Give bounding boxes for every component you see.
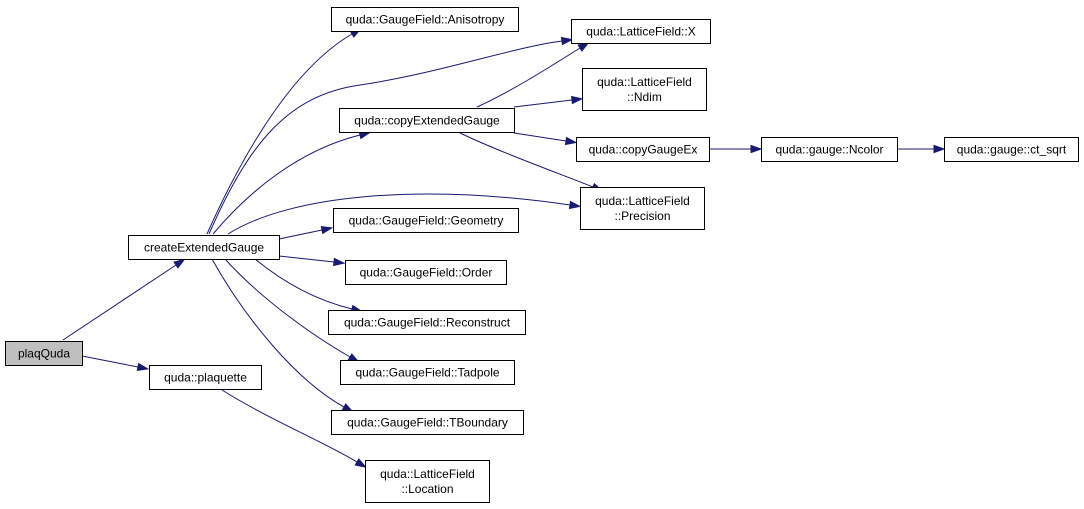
node-label: quda::GaugeField::Reconstruct bbox=[344, 316, 511, 330]
node-label: quda::gauge::Ncolor bbox=[775, 143, 883, 157]
node-label: quda::GaugeField::TBoundary bbox=[347, 416, 508, 430]
node-location[interactable]: quda::LatticeField::Location bbox=[365, 460, 490, 503]
arrowhead bbox=[560, 36, 574, 46]
node-label: quda::GaugeField::Anisotropy bbox=[346, 13, 505, 27]
edge-line bbox=[62, 264, 177, 341]
edge-line bbox=[476, 47, 581, 108]
node-precision[interactable]: quda::LatticeField::Precision bbox=[580, 187, 705, 230]
node-ncolor[interactable]: quda::gauge::Ncolor bbox=[761, 137, 898, 162]
edge-line bbox=[224, 258, 351, 358]
edge-createExtendedGauge-to-anisotropy bbox=[206, 28, 362, 235]
edge-line bbox=[221, 389, 358, 463]
edge-createExtendedGauge-to-geometry bbox=[278, 225, 334, 240]
node-box bbox=[340, 360, 515, 385]
edge-line bbox=[459, 132, 594, 188]
node-box bbox=[345, 260, 507, 285]
node-label: ::Precision bbox=[614, 209, 670, 223]
edge-line bbox=[227, 193, 571, 235]
arrowhead bbox=[568, 200, 582, 210]
edge-line bbox=[81, 355, 139, 368]
edge-line bbox=[278, 255, 335, 263]
edge-line bbox=[278, 229, 323, 240]
node-box bbox=[331, 410, 524, 435]
node-reconstruct[interactable]: quda::GaugeField::Reconstruct bbox=[328, 310, 526, 335]
node-box bbox=[582, 68, 707, 111]
arrowhead bbox=[354, 458, 367, 468]
node-geometry[interactable]: quda::GaugeField::Geometry bbox=[333, 208, 519, 233]
edge-createExtendedGauge-to-precision bbox=[227, 193, 582, 235]
node-anisotropy[interactable]: quda::GaugeField::Anisotropy bbox=[331, 7, 519, 32]
edge-createExtendedGauge-to-order bbox=[278, 255, 346, 267]
node-box bbox=[580, 187, 705, 230]
edge-line bbox=[212, 134, 361, 235]
node-label: quda::LatticeField bbox=[597, 75, 692, 89]
node-label: quda::LatticeField bbox=[380, 467, 475, 481]
edge-layer bbox=[62, 28, 946, 468]
edge-line bbox=[513, 132, 567, 142]
arrowhead bbox=[320, 225, 334, 235]
edge-line bbox=[208, 40, 563, 235]
node-label: quda::GaugeField::Geometry bbox=[349, 214, 504, 228]
edge-copyGaugeEx-to-ncolor bbox=[709, 144, 763, 154]
node-label: quda::LatticeField bbox=[595, 194, 690, 208]
node-copyGaugeEx[interactable]: quda::copyGaugeEx bbox=[576, 137, 710, 162]
node-latticeX[interactable]: quda::LatticeField::X bbox=[571, 19, 711, 44]
node-createExtendedGauge[interactable]: createExtendedGauge bbox=[128, 235, 280, 260]
node-tboundary[interactable]: quda::GaugeField::TBoundary bbox=[331, 410, 524, 435]
node-box bbox=[149, 365, 262, 390]
edge-plaqQuda-to-createExtendedGauge bbox=[62, 258, 186, 341]
arrowhead bbox=[750, 144, 763, 154]
node-ctsqrt[interactable]: quda::gauge::ct_sqrt bbox=[944, 137, 1079, 162]
arrowhead bbox=[173, 258, 186, 269]
node-label: ::Ndim bbox=[627, 90, 662, 104]
node-box bbox=[944, 137, 1079, 162]
edge-line bbox=[513, 99, 573, 108]
node-label: quda::GaugeField::Tadpole bbox=[355, 366, 499, 380]
edge-copyExtendedGauge-to-ndim bbox=[513, 95, 584, 108]
node-label: quda::copyGaugeEx bbox=[589, 143, 698, 157]
edge-plaqQuda-to-plaquette bbox=[81, 355, 150, 372]
edge-createExtendedGauge-to-latticeX bbox=[208, 36, 574, 235]
arrowhead bbox=[570, 95, 584, 105]
node-layer: plaqQuda createExtendedGaugequda::plaquet… bbox=[5, 7, 1079, 503]
node-label: quda::gauge::ct_sqrt bbox=[957, 143, 1067, 157]
node-box bbox=[339, 108, 515, 133]
node-box bbox=[761, 137, 898, 162]
arrowhead bbox=[136, 362, 150, 372]
node-label: createExtendedGauge bbox=[144, 241, 264, 255]
node-label: quda::plaquette bbox=[164, 371, 247, 385]
node-label: plaqQuda bbox=[18, 347, 70, 361]
edge-plaquette-to-location bbox=[221, 389, 367, 468]
node-label: ::Location bbox=[401, 482, 453, 496]
edge-line bbox=[206, 33, 353, 235]
node-box bbox=[571, 19, 711, 44]
node-label: quda::LatticeField::X bbox=[586, 25, 695, 39]
node-box bbox=[5, 341, 83, 366]
node-label: quda::GaugeField::Order bbox=[360, 266, 493, 280]
node-plaquette[interactable]: quda::plaquette bbox=[149, 365, 262, 390]
node-plaqQuda[interactable]: plaqQuda bbox=[5, 341, 83, 366]
edge-ncolor-to-ctsqrt bbox=[897, 144, 946, 154]
node-tadpole[interactable]: quda::GaugeField::Tadpole bbox=[340, 360, 515, 385]
node-box bbox=[331, 7, 519, 32]
node-copyExtendedGauge[interactable]: quda::copyExtendedGauge bbox=[339, 108, 515, 133]
edge-line bbox=[211, 258, 345, 408]
node-box bbox=[365, 460, 490, 503]
node-box bbox=[128, 235, 280, 260]
edge-line bbox=[254, 258, 353, 310]
node-ndim[interactable]: quda::LatticeField::Ndim bbox=[582, 68, 707, 111]
node-box bbox=[333, 208, 519, 233]
arrowhead bbox=[564, 136, 578, 146]
arrowhead bbox=[933, 144, 946, 154]
edge-copyExtendedGauge-to-copyGaugeEx bbox=[513, 132, 578, 146]
node-order[interactable]: quda::GaugeField::Order bbox=[345, 260, 507, 285]
arrowhead bbox=[333, 257, 346, 267]
node-label: quda::copyExtendedGauge bbox=[354, 114, 500, 128]
node-box bbox=[328, 310, 526, 335]
node-box bbox=[576, 137, 710, 162]
